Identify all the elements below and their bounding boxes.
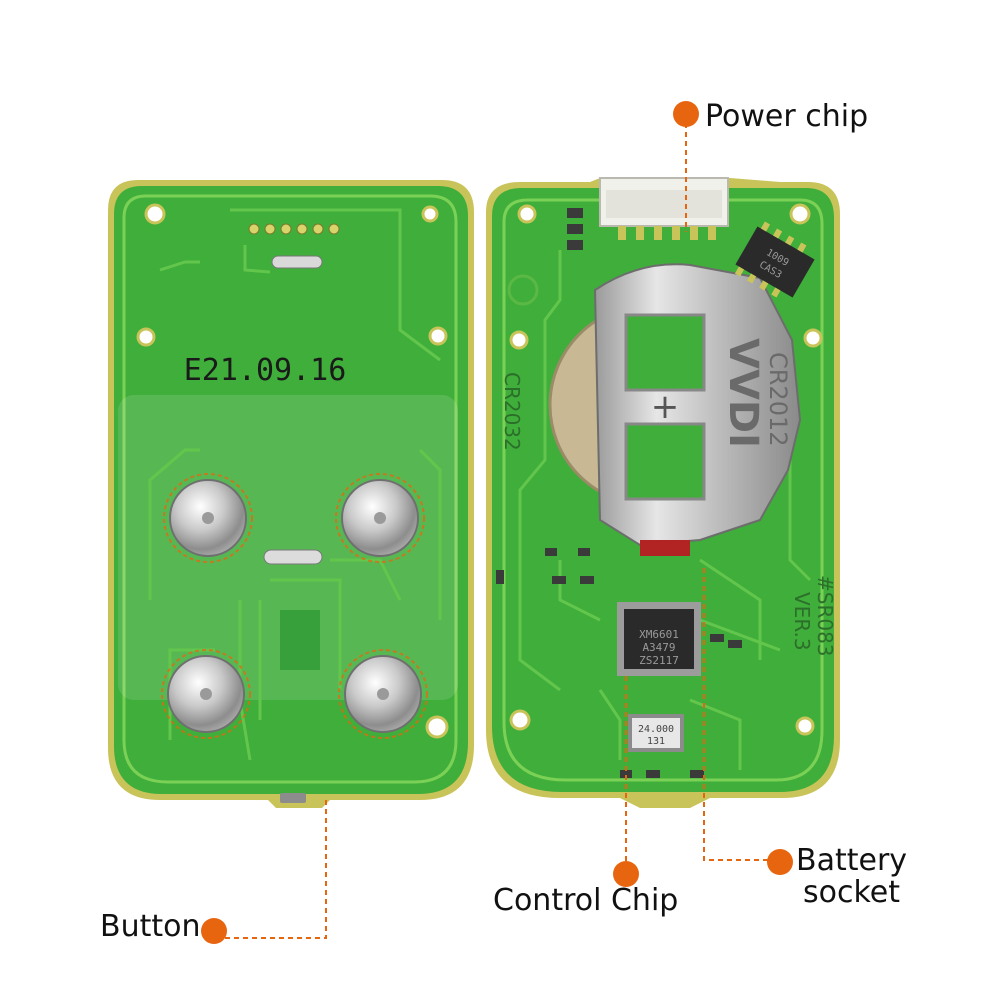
battery-socket-label-line-1: Battery	[796, 843, 908, 878]
control-chip-dot	[613, 861, 639, 887]
button-dome-bottom-left	[161, 649, 251, 739]
crystal-code: 131	[647, 736, 665, 747]
top-pad-row	[248, 223, 340, 235]
date-code-text: E21.09.16	[184, 353, 347, 388]
power-chip-dot	[673, 101, 699, 127]
control-ic-line-2: A3479	[642, 641, 675, 654]
control-chip: XM6601 A3479 ZS2117	[617, 602, 701, 676]
power-chip: 1009 CAS3	[734, 221, 815, 298]
cell-type-silk: CR2012	[764, 352, 792, 447]
button-label: Button	[100, 909, 201, 944]
button-domes	[161, 473, 428, 739]
battery-socket-label-line-2: socket	[803, 875, 901, 910]
battery-socket-leader	[703, 568, 780, 861]
left-pcb-board: E21.09.16	[108, 180, 474, 808]
callout-dots	[201, 101, 793, 944]
brand-silk: VVDI	[720, 338, 766, 448]
battery-clip: +	[593, 263, 802, 556]
led-component	[280, 793, 306, 803]
power-chip-label: Power chip	[705, 99, 869, 134]
button-leader	[216, 800, 327, 939]
board-version-silk: VER.3	[790, 592, 814, 651]
control-chip-label: Control Chip	[493, 883, 679, 918]
right-traces	[518, 250, 812, 770]
battery-socket-dot	[767, 849, 793, 875]
crystal-frequency: 24.000	[638, 724, 674, 735]
button-dome-bottom-right	[338, 649, 428, 739]
control-ic-line-1: XM6601	[639, 628, 679, 641]
right-pcb-board: CR2032 + VVDI CR2012 1009 CAS3	[486, 177, 840, 808]
control-ic-line-3: ZS2117	[639, 654, 679, 667]
board-model-silk: #SR083	[813, 575, 837, 657]
button-dome-top-left	[163, 473, 253, 563]
button-dot	[201, 918, 227, 944]
connector-header	[599, 177, 729, 240]
callout-lines	[216, 114, 780, 939]
svg-text:+: +	[651, 387, 680, 427]
battery-socket-label: Battery socket	[796, 845, 907, 909]
crystal-oscillator: 24.000 131	[628, 714, 684, 752]
battery-model-silk: CR2032	[500, 372, 524, 451]
button-dome-top-right	[335, 473, 425, 563]
